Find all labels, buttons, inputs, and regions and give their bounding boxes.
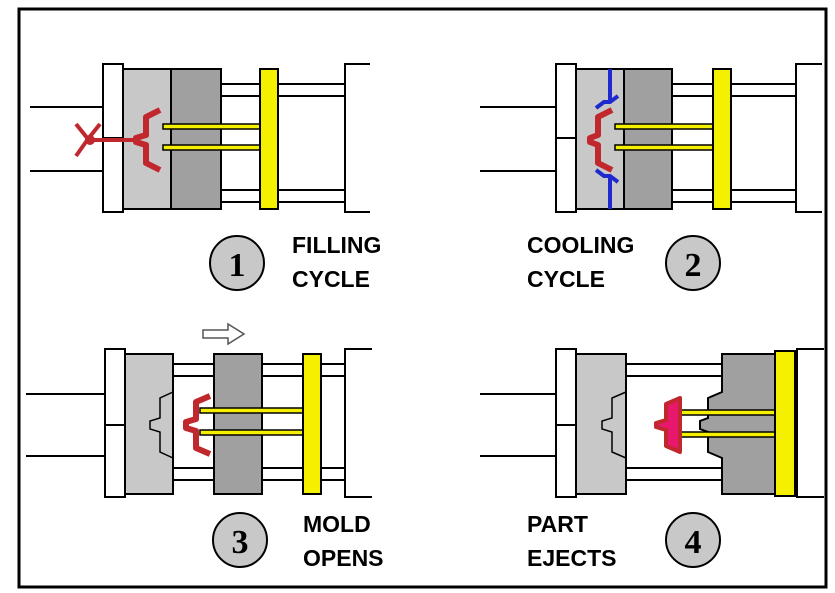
stage-label-line2: OPENS: [303, 545, 384, 571]
stage-number-badge: [665, 235, 721, 291]
stage-label-line1: COOLING: [527, 232, 634, 258]
stage-number-badge: [212, 512, 268, 568]
stage-number: 2: [685, 247, 702, 284]
cooling-plastic-part: [587, 107, 614, 173]
stage-number-badge: [209, 235, 265, 291]
fixed-mold-half: [575, 68, 625, 210]
cooling-channel-icon: [594, 69, 620, 209]
stage-label-line1: PART: [527, 511, 588, 537]
stage-number: 1: [229, 247, 246, 284]
stage-number-badge: [665, 512, 721, 568]
panel-mold-opens: 3 MOLD OPENS: [26, 322, 384, 571]
ejector-plate: [712, 68, 732, 210]
moving-mold-half: [213, 353, 263, 495]
panel-filling-cycle: 1 FILLING CYCLE: [30, 63, 381, 292]
ejected-part: [654, 396, 682, 454]
moving-mold-half: [170, 68, 222, 210]
stage-label-line1: FILLING: [292, 232, 381, 258]
stage-number: 3: [232, 524, 249, 561]
stage-label-line2: CYCLE: [292, 266, 370, 292]
right-arrow-icon: [202, 322, 246, 346]
stage-label-line2: EJECTS: [527, 545, 616, 571]
panel-cooling-cycle: 2 COOLING CYCLE: [480, 63, 822, 292]
ejector-plate: [259, 68, 279, 210]
stationary-platen: [555, 348, 577, 498]
moving-mold-half: [623, 68, 673, 210]
stage-label-line1: MOLD: [303, 511, 371, 537]
stage-label-line2: CYCLE: [527, 266, 605, 292]
fixed-mold-half: [575, 353, 627, 495]
stage-number: 4: [685, 524, 702, 561]
stationary-platen: [104, 348, 126, 498]
fixed-mold-half: [124, 353, 174, 495]
molded-part: [183, 393, 212, 457]
ejector-plate: [302, 353, 322, 495]
ejector-plate: [774, 350, 796, 497]
panel-part-ejects: 4 PART EJECTS: [480, 348, 824, 571]
